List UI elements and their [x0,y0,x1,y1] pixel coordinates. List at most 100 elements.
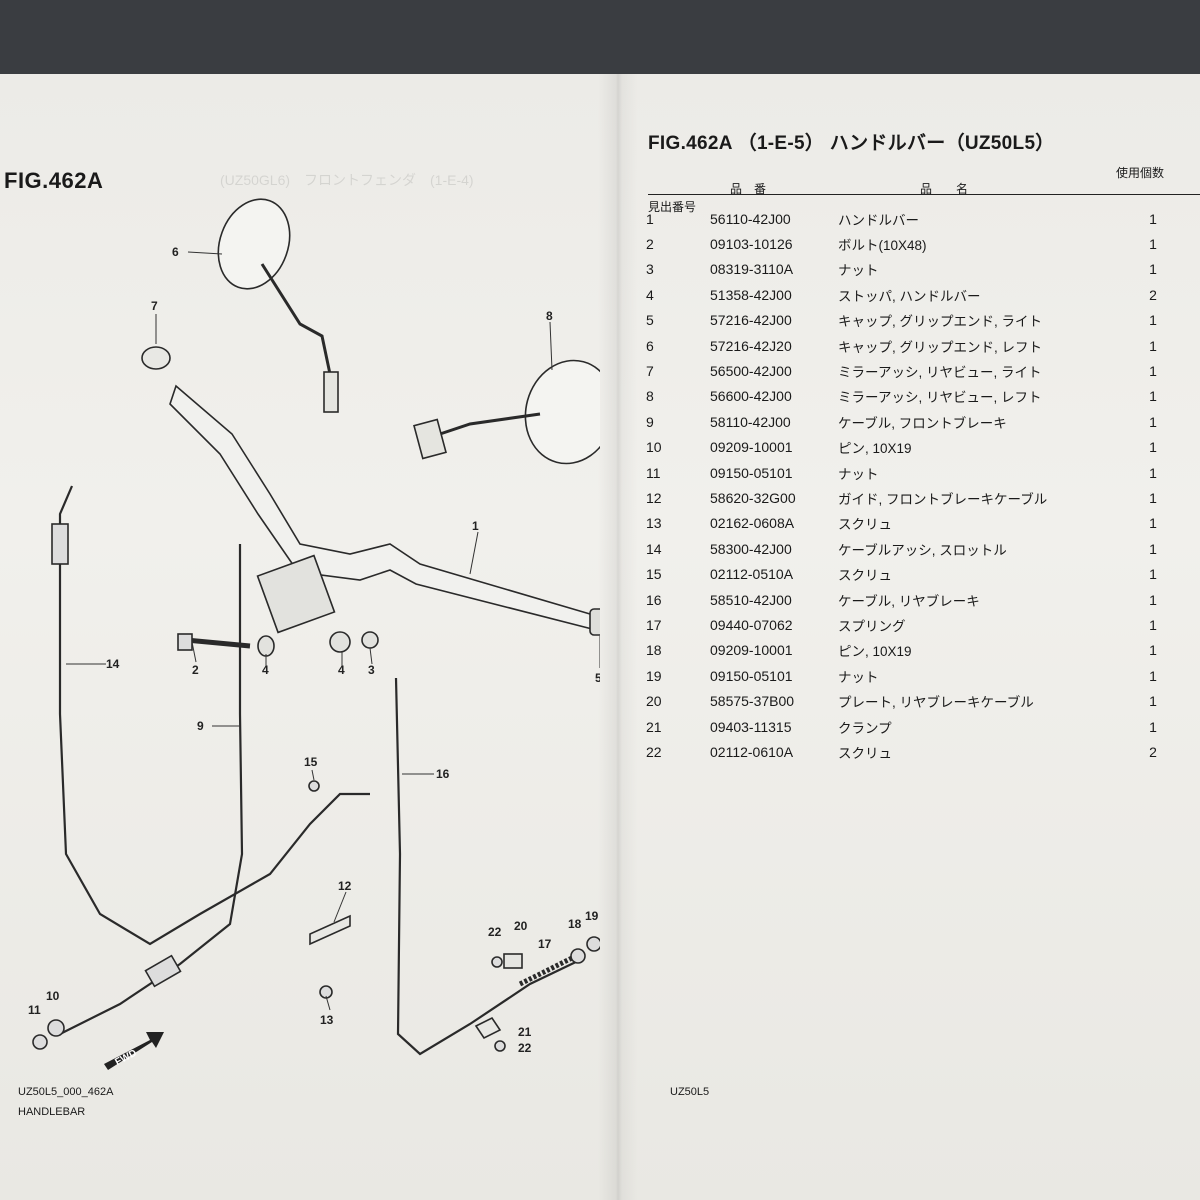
rear-brake-cable-shape [394,677,581,1056]
callout-6: 5 [595,671,600,685]
qty-header: 使用個数 [1116,166,1165,180]
part-quantity: 1 [1149,210,1157,227]
callout-3: 3 [368,663,375,677]
part-number: 57216-42J00 [710,312,792,329]
part-quantity: 1 [1149,540,1157,557]
stopper-2-shape [329,631,351,653]
callout-16: 16 [436,767,450,781]
screw-top-shape [491,956,503,968]
col-part-number-header: 品 番 [730,182,767,196]
col-no-header: 見出番号 [648,200,697,214]
part-name: プレート, リヤブレーキケーブル [838,695,1034,711]
clamp-shape [474,1016,502,1040]
part-name: クランプ [838,720,892,736]
part-ref-number: 6 [646,337,654,354]
part-number: 09209-10001 [710,642,793,659]
part-number: 57216-42J20 [710,337,792,354]
callout-20: 20 [514,919,528,933]
handlebar-clamp [256,554,336,634]
part-number: 02112-0610A [710,743,794,760]
part-number: 58510-42J00 [710,591,792,608]
part-number: 09103-10126 [710,236,793,253]
parts-row: 16 58510-42J00 ケーブル, リヤブレーキ 1 [646,587,1178,612]
part-ref-number: 3 [646,261,654,278]
nut-front-shape [32,1034,48,1050]
manual-sheet: (UZ50GL6) フロントフェンダ (1-E-4) FIG.462A UZ50… [0,74,1200,1200]
part-name: キャップ, グリップエンド, レフト [838,339,1043,355]
grip-cap-left-shape [589,608,600,636]
part-quantity: 1 [1149,591,1157,608]
part-name: ケーブル, フロントブレーキ [838,415,1007,431]
fwd-arrow-shape [104,1032,164,1070]
part-quantity: 1 [1149,337,1157,354]
part-name: ケーブルアッシ, スロットル [838,542,1007,558]
part-quantity: 1 [1149,464,1157,481]
part-name: スプリング [838,618,906,634]
part-name: ストッパ, ハンドルバー [838,288,981,304]
right-figure-title: FIG.462A （1-E-5） ハンドルバー（UZ50L5） [648,133,1055,154]
fwd-label: FWD [113,1048,138,1068]
part-quantity: 1 [1149,388,1157,405]
part-ref-number: 16 [646,591,662,608]
callout-19: 19 [585,909,599,923]
part-name: ハンドルバー [838,212,919,228]
callout-15: 15 [304,755,318,769]
part-name: ナット [838,669,879,685]
part-name: ケーブル, リヤブレーキ [838,593,980,609]
part-quantity: 1 [1149,616,1157,633]
part-ref-number: 5 [646,312,654,329]
footer-model: UZ50L5 [670,1086,710,1098]
part-quantity: 2 [1149,743,1157,760]
nut-rear-shape [586,936,600,952]
part-quantity: 1 [1149,667,1157,684]
callout-9: 9 [197,719,204,733]
front-brake-adjuster [144,954,182,988]
part-quantity: 1 [1149,261,1157,278]
part-ref-number: 18 [646,642,662,659]
parts-row: 6 57216-42J20 キャップ, グリップエンド, レフト 1 [646,333,1178,358]
callout-8: 8 [546,309,553,323]
part-name: スクリュ [838,745,892,761]
screw-bottom-shape [494,1040,506,1052]
callout-17: 17 [538,937,552,951]
parts-row: 22 02112-0610A スクリュ 2 [646,739,1178,764]
part-number: 09440-07062 [710,616,793,633]
part-ref-number: 19 [646,667,662,684]
part-name: ピン, 10X19 [838,441,912,457]
callout-21: 21 [518,1025,532,1039]
left-figure-title: FIG.462A [4,168,104,193]
part-ref-number: 1 [646,210,654,227]
part-quantity: 1 [1149,439,1157,456]
part-number: 09150-05101 [710,464,793,481]
part-quantity: 1 [1149,236,1157,253]
callout-11: 11 [28,1003,41,1017]
mirror-left-mount [413,418,447,460]
part-quantity: 1 [1149,312,1157,329]
callout-12: 12 [338,879,352,893]
header-rule [648,194,1200,195]
part-quantity: 2 [1149,286,1157,303]
mirror-right-stem [260,263,332,375]
part-number: 09209-10001 [710,439,793,456]
part-name: ボルト(10X48) [838,238,927,254]
grip-cap-right-shape [141,346,171,370]
part-quantity: 1 [1149,642,1157,659]
parts-row: 5 57216-42J00 キャップ, グリップエンド, ライト 1 [646,308,1178,333]
front-brake-cable-shape [59,544,244,1035]
callout-5: 7 [151,299,158,313]
pin-rear-shape [570,948,586,964]
part-name: キャップ, グリップエンド, ライト [838,314,1043,330]
part-ref-number: 13 [646,515,662,532]
cable-guide-shape [309,914,351,946]
part-ref-number: 22 [646,743,662,760]
callout-7: 6 [172,245,179,259]
